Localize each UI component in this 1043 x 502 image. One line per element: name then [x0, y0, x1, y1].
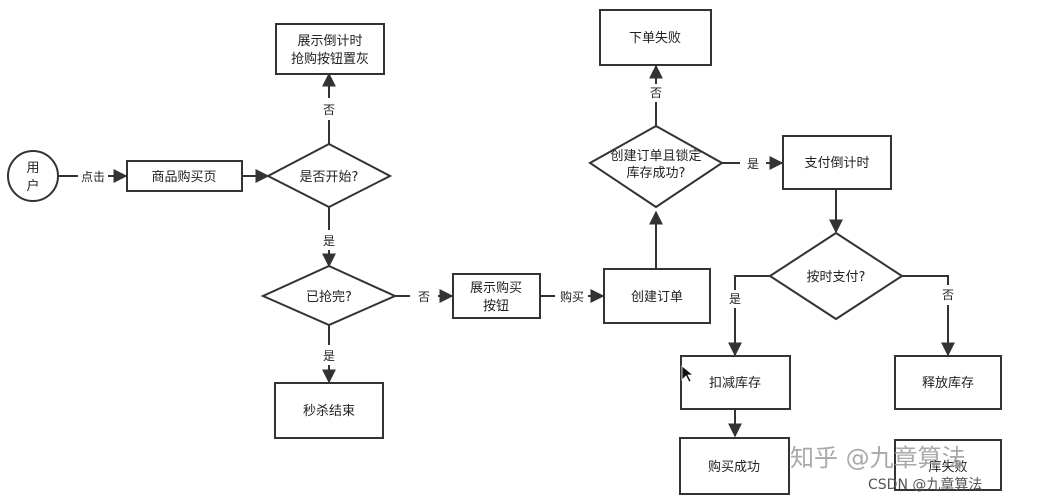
edge-label-buy: 购买 — [560, 289, 584, 304]
order-failed-node — [599, 9, 712, 66]
last-box-node — [894, 439, 1002, 491]
started-decision — [265, 142, 393, 209]
user-node — [7, 150, 59, 202]
order-failed-label: 下单失败 — [629, 31, 681, 46]
started-label: 是否开始? — [300, 170, 359, 185]
flash-end-node — [274, 382, 384, 439]
edge-paid-yes-upper — [734, 275, 770, 290]
edge-label-click: 点击 — [81, 170, 105, 184]
deduct-stock-node — [680, 355, 791, 410]
lock-stock-label-line1: 创建订单且锁定 — [610, 148, 701, 164]
edge-label-paid-yes: 是 — [729, 292, 741, 306]
release-stock-label: 释放库存 — [922, 375, 974, 391]
show-buy-label-line2: 按钮 — [483, 299, 509, 314]
pay-countdown-label: 支付倒计时 — [804, 156, 869, 171]
countdown-label-line2: 抢购按钮置灰 — [291, 51, 369, 67]
edge-label-soldout-no: 否 — [418, 290, 430, 304]
pay-countdown-node — [782, 135, 892, 190]
user-label-line2: 户 — [26, 178, 39, 194]
lock-stock-label-line2: 库存成功? — [627, 165, 686, 181]
mouse-cursor-icon — [681, 365, 695, 383]
edge-label-lock-no: 否 — [650, 86, 662, 100]
product-page-node — [126, 160, 243, 192]
lock-stock-decision — [588, 124, 724, 209]
release-stock-node — [894, 355, 1002, 410]
sold-out-label: 已抢完? — [306, 289, 352, 305]
buy-success-label: 购买成功 — [708, 459, 760, 475]
paid-on-time-decision — [768, 231, 904, 321]
create-order-node — [603, 268, 711, 324]
edge-label-started-yes: 是 — [323, 234, 335, 248]
countdown-node — [275, 23, 385, 75]
edge-label-started-no: 否 — [323, 103, 335, 117]
product-page-label: 商品购买页 — [151, 169, 216, 185]
user-label-line1: 用 — [26, 161, 39, 176]
edge-paid-no-upper — [902, 275, 949, 285]
csdn-watermark: CSDN @九章算法 — [868, 476, 982, 493]
zhihu-watermark: 知乎 @九章算法 — [790, 444, 966, 472]
last-box-label: 库失败 — [928, 459, 967, 475]
edge-label-lock-yes: 是 — [747, 157, 759, 171]
show-buy-label-line1: 展示购买 — [470, 280, 522, 296]
deduct-stock-label: 扣减库存 — [709, 375, 761, 391]
sold-out-decision — [260, 264, 398, 327]
flash-end-label: 秒杀结束 — [303, 404, 355, 419]
edge-label-soldout-yes: 是 — [323, 349, 335, 363]
create-order-label: 创建订单 — [631, 290, 683, 305]
paid-on-time-label: 按时支付? — [807, 270, 866, 285]
buy-success-node — [679, 437, 790, 495]
edge-label-paid-no: 否 — [942, 288, 954, 302]
show-buy-node — [452, 273, 541, 319]
countdown-label-line1: 展示倒计时 — [297, 34, 362, 49]
